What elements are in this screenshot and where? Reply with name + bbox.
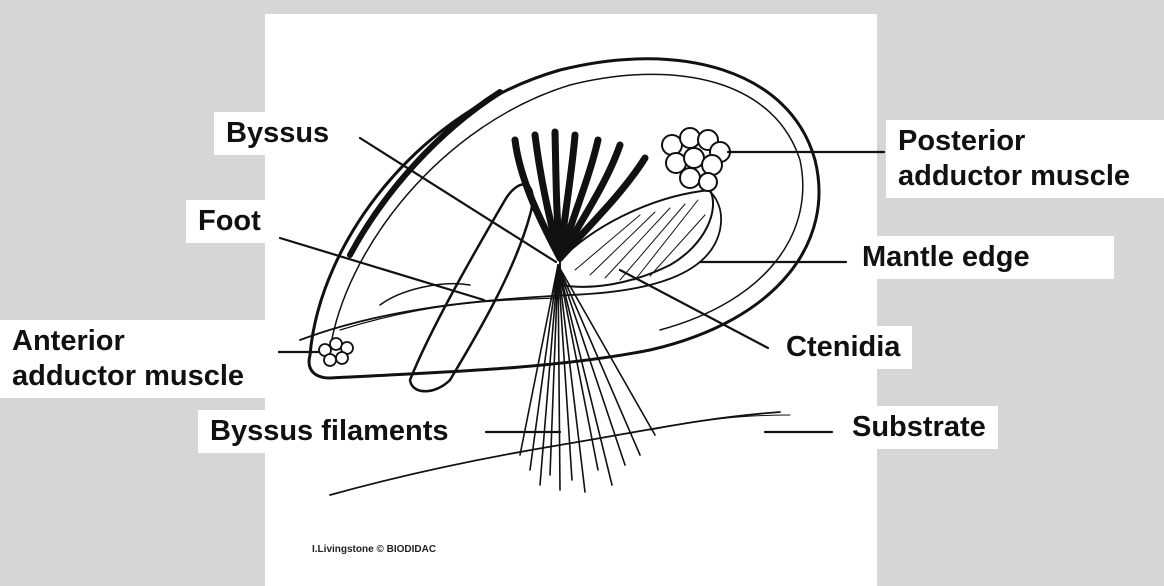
label-ctenidia: Ctenidia [774, 326, 913, 369]
label-mantle-edge: Mantle edge [850, 236, 1114, 279]
label-posterior-adductor: Posterior adductor muscle [886, 120, 1164, 198]
leader-lines [276, 136, 886, 434]
shell-inner-line [329, 73, 804, 351]
label-anterior-adductor: Anterior adductor muscle [0, 320, 278, 398]
byssus-filaments [519, 264, 656, 493]
retractor-muscles [511, 128, 649, 262]
ctenidia-hatching [574, 199, 706, 281]
credit-text: I.Livingstone © BIODIDAC [312, 544, 437, 555]
label-byssus-filaments: Byssus filaments [198, 410, 461, 453]
anterior-adductor [318, 337, 354, 367]
label-foot: Foot [186, 200, 273, 243]
mantle-edge-line [299, 184, 722, 341]
diagram-panel [265, 14, 877, 586]
shell-hinge-band [347, 89, 503, 258]
label-substrate: Substrate [840, 406, 998, 449]
label-byssus: Byssus [214, 112, 342, 155]
shell-outline [307, 57, 821, 380]
ctenidia-mass [559, 189, 715, 288]
posterior-adductor [661, 127, 731, 192]
foot-shape [408, 183, 534, 393]
